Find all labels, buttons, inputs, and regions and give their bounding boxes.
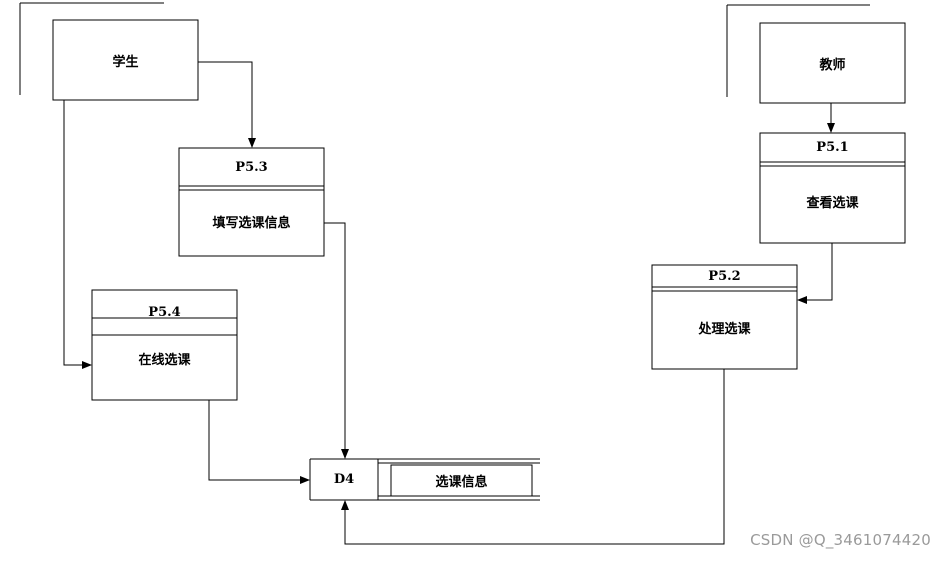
process-p51-id: P5.1 xyxy=(816,140,849,155)
datastore-d4-id: D4 xyxy=(333,472,355,487)
datastore-d4-shape xyxy=(309,458,540,501)
flow-p53-to-d4 xyxy=(324,222,349,459)
teacher-entity-label: 教师 xyxy=(819,57,846,73)
process-p51-shape xyxy=(759,132,906,244)
teacher-entity-shape xyxy=(726,4,906,104)
process-p53-shape xyxy=(178,147,325,257)
process-p52-shape xyxy=(651,264,798,370)
process-p54-name: 在线选课 xyxy=(138,352,191,368)
flow-p52-to-d4 xyxy=(341,369,725,545)
flow-student-to-p53 xyxy=(198,61,256,148)
process-p52-name: 处理选课 xyxy=(698,321,751,337)
process-p53-name: 填写选课信息 xyxy=(212,215,291,231)
process-p54-shape xyxy=(91,289,238,401)
csdn-watermark: CSDN @Q_3461074420 xyxy=(750,531,931,549)
process-p52-id: P5.2 xyxy=(708,268,741,284)
student-entity-label: 学生 xyxy=(112,54,139,70)
process-p53-id: P5.3 xyxy=(235,159,268,175)
process-p51-name: 查看选课 xyxy=(806,195,859,211)
flow-student-to-p54 xyxy=(63,100,92,369)
student-entity-shape xyxy=(19,2,199,101)
flow-p54-to-d4 xyxy=(208,400,310,484)
flow-p51-to-p52 xyxy=(797,243,833,304)
process-p54-id: P5.4 xyxy=(148,304,181,320)
datastore-d4-name: 选课信息 xyxy=(435,475,488,490)
